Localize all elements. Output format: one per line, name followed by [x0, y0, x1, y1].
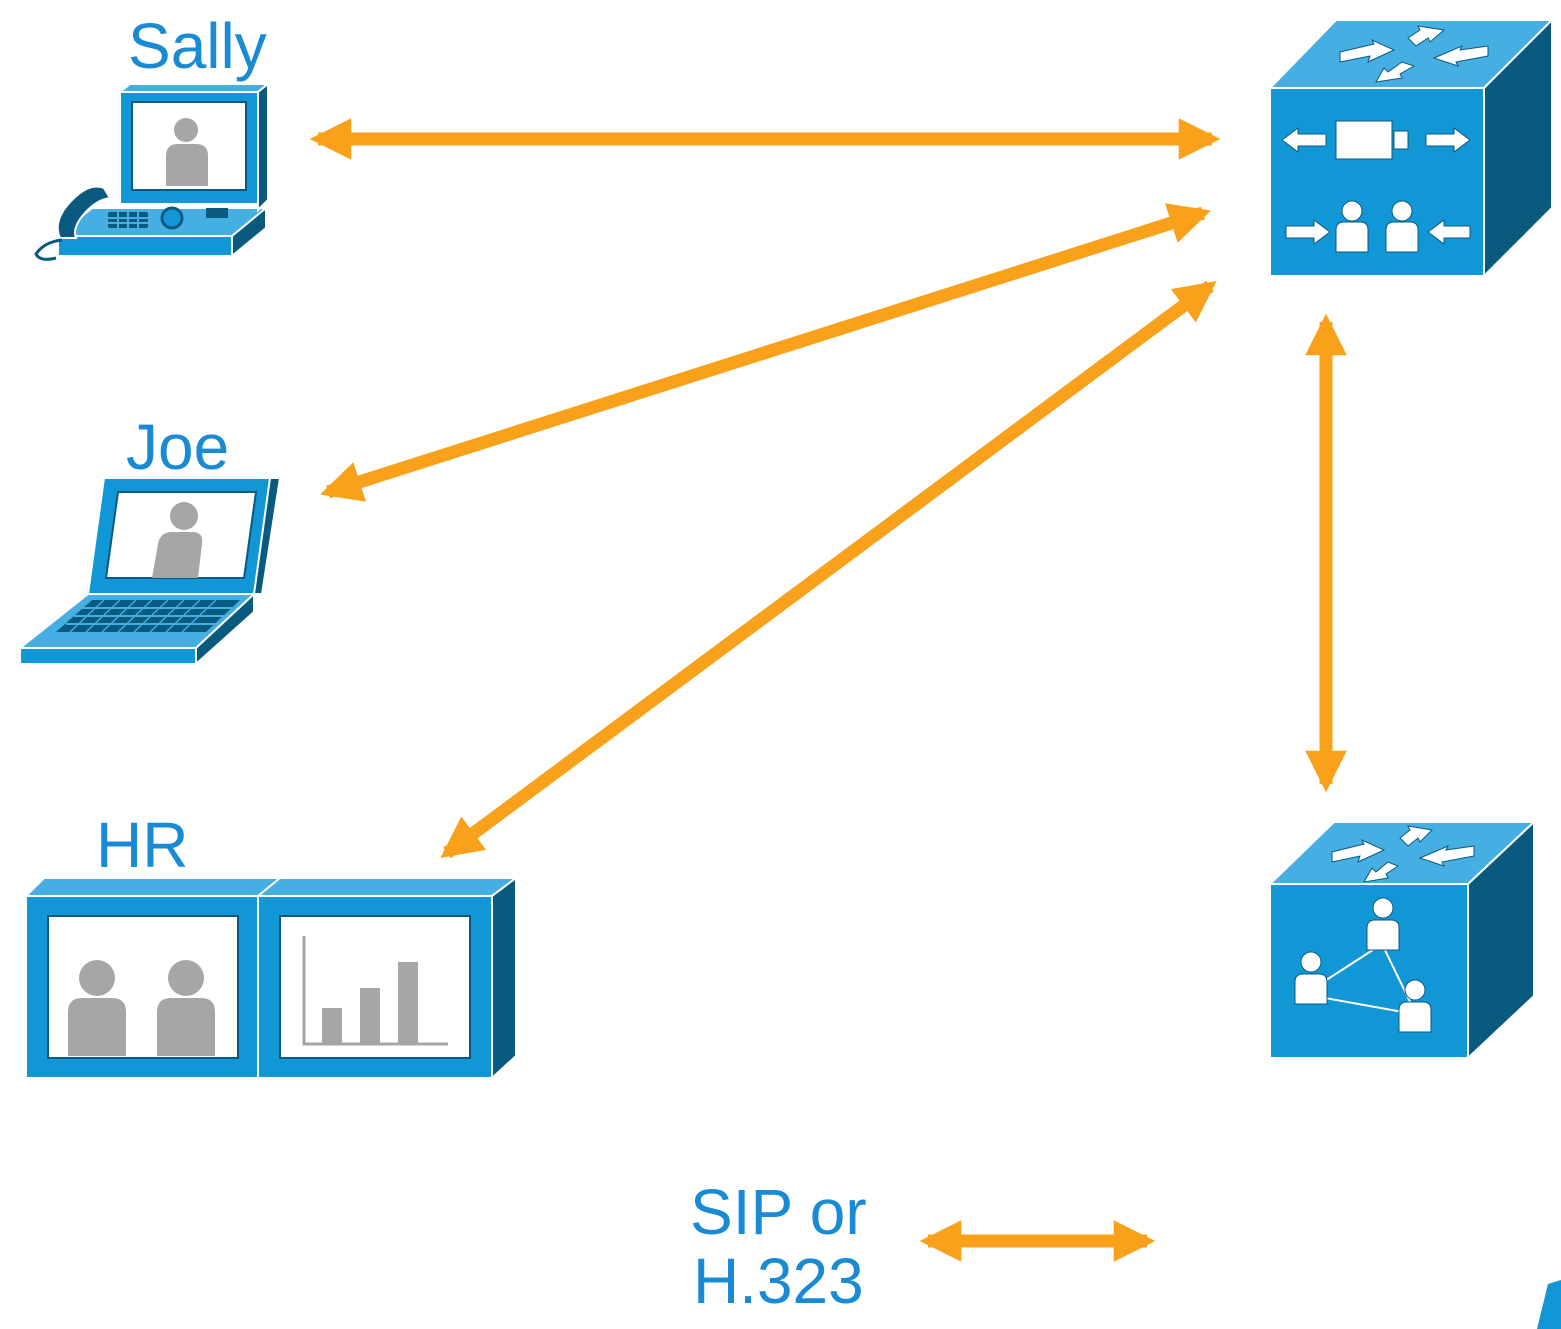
corner-mark	[1537, 1280, 1561, 1329]
telepresence-room-icon	[23, 876, 519, 1081]
legend-line-1: SIP or	[690, 1176, 867, 1248]
legend-label: SIP or H.323	[690, 1176, 867, 1318]
joe-label: Joe	[126, 411, 230, 483]
laptop-icon	[17, 477, 282, 667]
hr-label: HR	[96, 809, 189, 881]
arrows	[309, 118, 1347, 1262]
arrow-joe-callcontrol	[320, 203, 1211, 502]
legend-line-2: H.323	[692, 1245, 864, 1318]
sally-label: Sally	[128, 10, 267, 82]
call-manager-cube-icon	[1267, 17, 1555, 279]
conference-bridge-cube-icon	[1267, 819, 1537, 1061]
arrow-hr-callcontrol	[440, 280, 1217, 859]
ip-video-phone-icon	[34, 81, 271, 261]
